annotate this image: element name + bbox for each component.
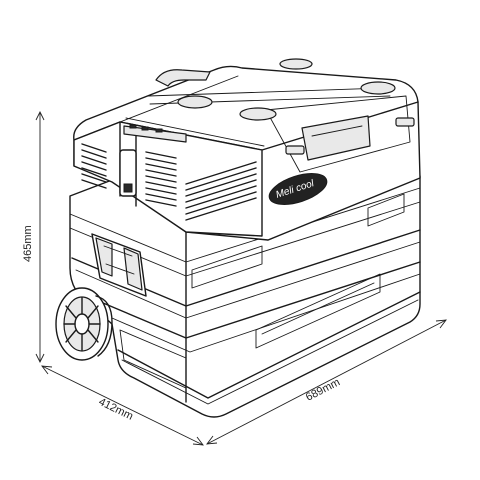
cup-holder-center: [239, 107, 277, 121]
height-dimension: 465mm: [22, 110, 45, 364]
cup-holder-left: [177, 95, 213, 109]
hinge-clip-right: [395, 117, 415, 127]
wheel: [55, 287, 113, 361]
hinge-clip-left: [285, 145, 305, 155]
brand-badge: Meli cool: [268, 173, 328, 205]
compressor-housing: [73, 117, 265, 237]
top-carry-handle: [155, 69, 211, 87]
cup-holder-right: [360, 81, 396, 95]
lid-latch: [301, 115, 371, 161]
height-dimension-label: 465mm: [22, 225, 34, 262]
control-panel: [123, 125, 187, 143]
side-handle: [91, 233, 147, 297]
control-led-2: [141, 126, 149, 131]
depth-dimension-label: 412mm: [97, 396, 135, 423]
power-switch: [123, 183, 133, 193]
vent-grille-center: [145, 151, 177, 207]
vent-grille-right: [185, 161, 257, 221]
width-dimension-label: 689mm: [304, 376, 342, 403]
cooler-body: [69, 175, 421, 418]
control-led-1: [129, 124, 137, 129]
vent-grille-left: [81, 143, 107, 189]
cup-holder-back: [279, 58, 313, 70]
control-led-3: [155, 128, 163, 133]
